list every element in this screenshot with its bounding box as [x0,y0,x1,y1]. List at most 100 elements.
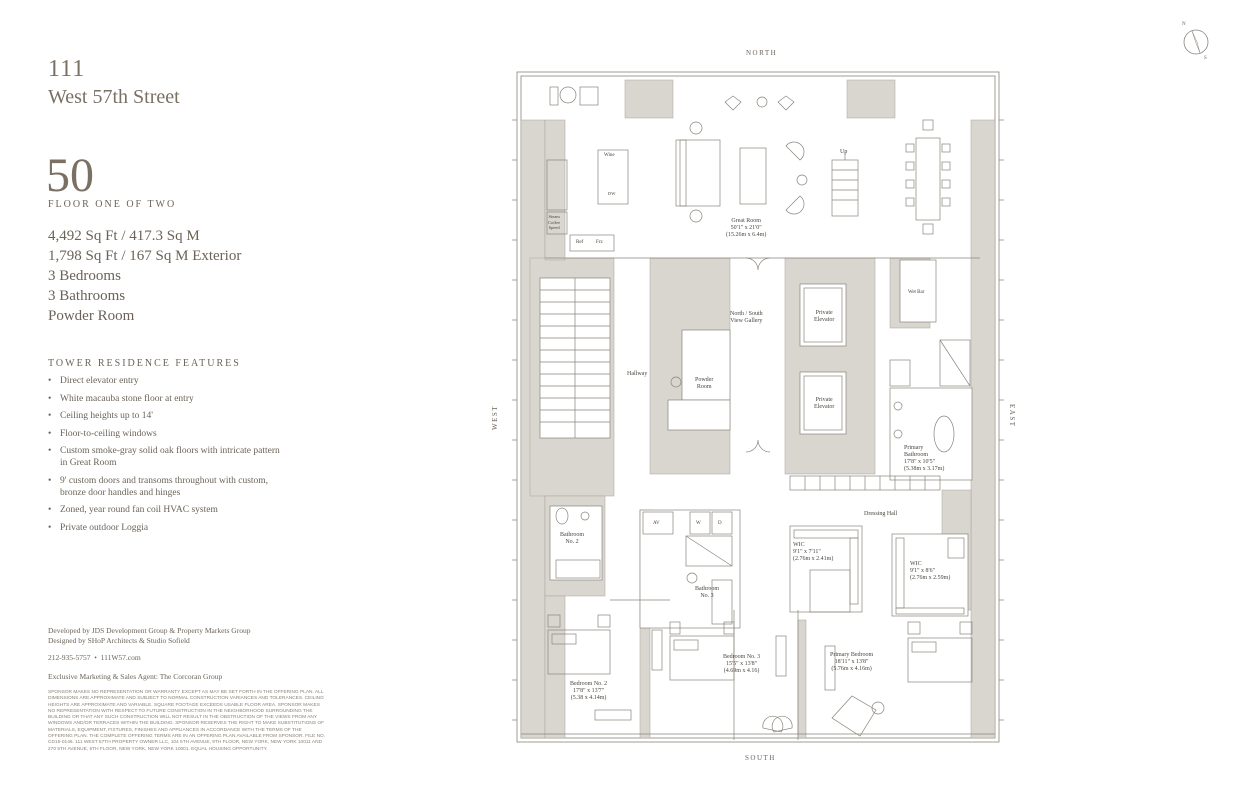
feature-item: Ceiling heights up to 14' [48,410,288,422]
north-column-right [846,79,896,119]
steam-label: Steam [548,214,560,219]
label-private-elevator-2: Private Elevator [814,397,834,411]
elevator2-l1: Private [815,397,833,403]
label-steam-coffee-speed: Steam Coffee Speed [548,214,560,231]
label-bedroom-3: Bedroom No. 3 15'5" x 13'8" (4.69m x 4.1… [723,654,760,675]
label-dryer: D [718,521,722,526]
label-washer: W [696,521,701,526]
feature-item: Zoned, year round fan coil HVAC system [48,504,288,516]
building-street: West 57th Street [48,86,180,108]
great-room-dim: 50'1" x 21'0" [730,225,762,231]
primary-bath-l2: Bathroom [904,452,928,458]
separator-dot: • [94,653,97,662]
spec-exterior-area: 1,798 Sq Ft / 167 Sq M Exterior [48,248,242,264]
sales-agent: Exclusive Marketing & Sales Agent: The C… [48,672,223,681]
gallery-name-2: View Gallery [730,318,763,324]
bath3-l2: No. 3 [700,593,714,599]
label-wic-2: WIC 9'1" x 8'6" (2.76m x 2.59m) [910,561,950,582]
label-bathroom-2: Bathroom No. 2 [560,532,584,546]
feature-item: Floor-to-ceiling windows [48,428,288,440]
primary-bath-metric: (5.38m x 3.17m) [904,466,945,472]
label-view-gallery: North / South View Gallery [730,311,763,325]
feature-item: Private outdoor Loggia [48,522,288,534]
legal-disclaimer: Sponsor makes no representation or warra… [48,690,326,752]
label-wet-bar: Wet Bar [908,290,925,295]
label-private-elevator-1: Private Elevator [814,310,834,324]
label-hallway: Hallway [627,371,648,377]
bed3-metric: (4.69m x 4.16) [723,668,760,674]
primary-bed-metric: (5.76m x 4.16m) [831,666,872,672]
spec-interior-area: 4,492 Sq Ft / 417.3 Sq M [48,228,200,244]
north-column-left [624,79,674,119]
label-ref: Ref [576,240,584,245]
elevator1-l2: Elevator [814,317,835,323]
label-frz: Frz [596,240,603,245]
label-up: Up [840,149,848,155]
credits: Developed by JDS Development Group & Pro… [48,626,250,646]
wic2-dim: 9'1" x 8'6" [910,568,936,574]
bath3-l1: Bathroom [695,586,719,592]
bed3-name: Bedroom No. 3 [723,654,761,660]
label-dressing-hall: Dressing Hall [864,511,898,517]
website-link[interactable]: 111W57.com [100,653,141,662]
gallery-name-1: North / South [730,311,763,317]
great-room-name: Great Room [731,218,761,224]
label-powder-room: Powder Room [695,377,713,391]
label-bathroom-3: Bathroom No. 3 [695,586,719,600]
bed3-dim: 15'5" x 13'8" [726,661,758,667]
primary-bed-dim: 18'11" x 13'8" [834,659,869,665]
features-list: Direct elevator entry White macauba ston… [48,375,288,539]
powder-room-l2: Room [696,384,712,390]
spec-bedrooms: 3 Bedrooms [48,268,121,284]
label-great-room: Great Room 50'1" x 21'0" (15.26m x 6.4m) [726,218,766,239]
bath2-l1: Bathroom [560,532,584,538]
label-bedroom-2: Bedroom No. 2 17'8" x 13'7" (5.38 x 4.14… [570,681,607,702]
unit-specs: 4,492 Sq Ft / 417.3 Sq M 1,798 Sq Ft / 1… [48,226,241,326]
phone-number: 212-935-5757 [48,653,91,662]
bed2-dim: 17'8" x 13'7" [573,688,605,694]
powder-room-l1: Powder [695,377,714,383]
floor-plan: Great Room 50'1" x 21'0" (15.26m x 6.4m)… [480,40,1040,770]
developer-credit: Developed by JDS Development Group & Pro… [48,626,251,635]
architect-credit: Designed by SHoP Architects & Studio Sof… [48,636,190,645]
spec-powder-room: Powder Room [48,308,135,324]
compass-n: N [1182,22,1186,27]
feature-item: Custom smoke-gray solid oak floors with … [48,445,288,469]
coffee-label: Coffee [548,219,561,225]
floor-plan-drawing [512,71,1004,743]
floor-label: FLOOR ONE OF TWO [48,199,177,210]
compass-icon: N S [1176,22,1216,62]
feature-item: Direct elevator entry [48,375,288,387]
primary-bath-dim: 17'8" x 10'5" [904,459,936,465]
primary-bed-name: Primary Bedroom [830,652,874,658]
label-wic-1: WIC 9'1" x 7'11" (2.76m x 2.41m) [793,542,833,563]
primary-bath-l1: Primary [904,445,924,451]
floor-number: 50 [46,149,94,202]
compass-s: S [1204,56,1207,61]
features-title: TOWER RESIDENCE FEATURES [48,358,241,369]
wic2-metric: (2.76m x 2.59m) [910,575,951,581]
bath2-l2: No. 2 [565,539,579,545]
building-number: 111 [48,56,86,82]
speed-label: Speed [548,225,560,230]
spec-bathrooms: 3 Bathrooms [48,288,126,304]
east-wall-mass [970,119,996,739]
elevator2-l2: Elevator [814,404,835,410]
wic1-name: WIC [793,542,805,548]
info-panel: 111 West 57th Street 50 FLOOR ONE OF TWO… [0,0,420,800]
great-room-metric: (15.26m x 6.4m) [726,232,767,238]
bed2-name: Bedroom No. 2 [570,681,608,687]
direction-south: SOUTH [745,754,776,762]
wic1-dim: 9'1" x 7'11" [793,549,821,555]
label-dw: DW [608,191,616,196]
direction-north: NORTH [746,49,778,57]
label-primary-bathroom: Primary Bathroom 17'8" x 10'5" (5.38m x … [904,445,944,473]
label-wine: Wine [604,153,615,158]
elevator1-l1: Private [815,310,833,316]
label-primary-bedroom: Primary Bedroom 18'11" x 13'8" (5.76m x … [830,652,873,673]
feature-item: White macauba stone floor at entry [48,393,288,405]
exterior-wall [516,71,1000,743]
contact-line: 212-935-5757 • 111W57.com [48,653,141,662]
feature-item: 9' custom doors and transoms throughout … [48,475,288,499]
bed2-metric: (5.38 x 4.14m) [570,695,607,701]
